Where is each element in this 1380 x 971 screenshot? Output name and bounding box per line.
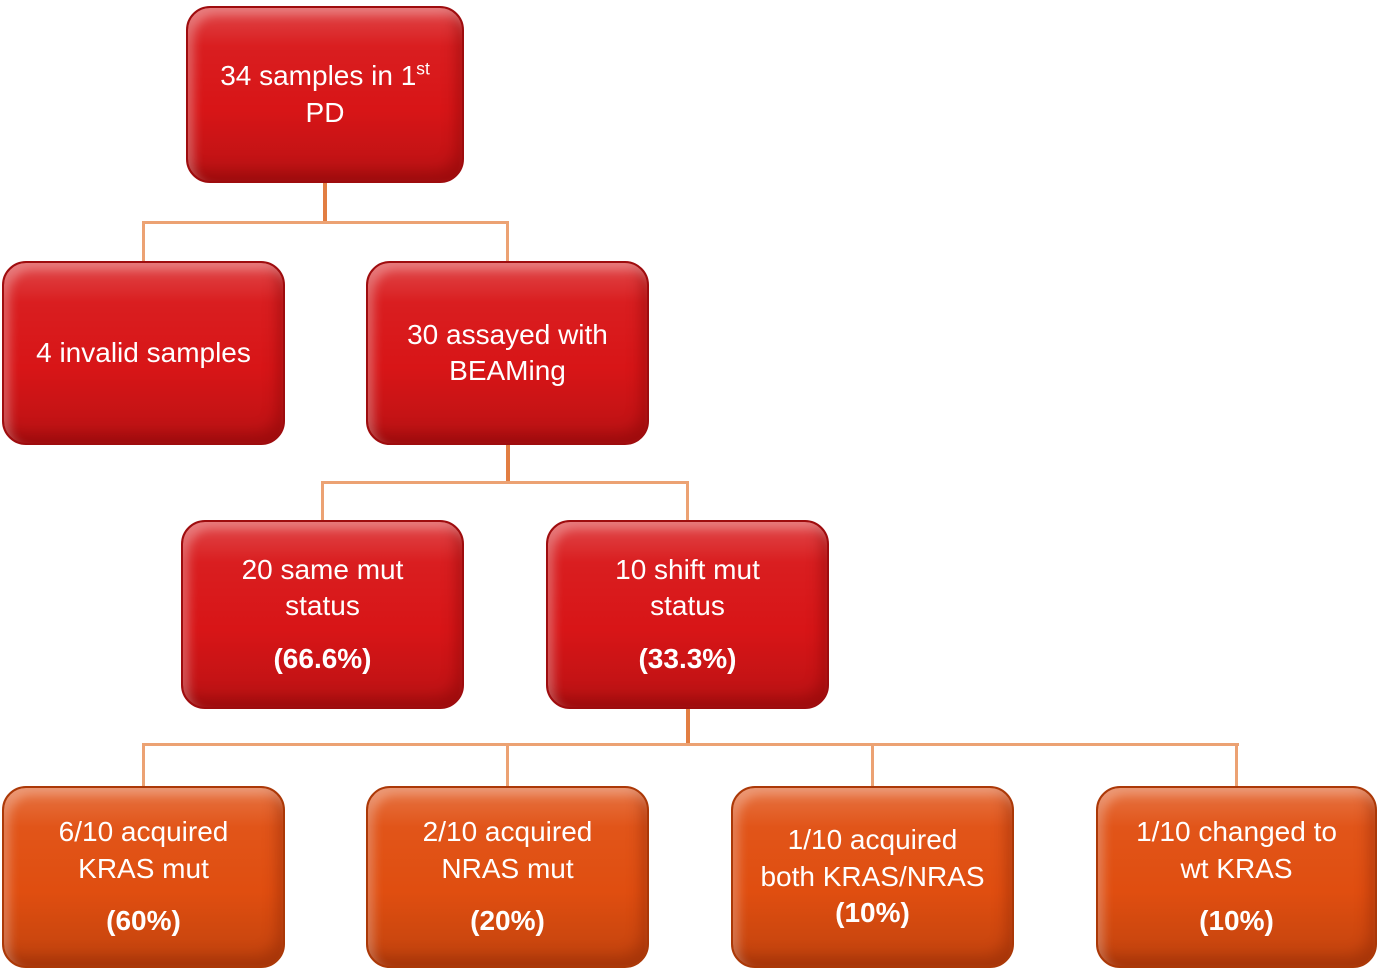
node-10-shift-mut-status: 10 shift mut status (33.3%) bbox=[546, 520, 829, 709]
node-20-same-mut-status: 20 same mut status (66.6%) bbox=[181, 520, 464, 709]
node-label: status bbox=[285, 590, 360, 622]
node-changed-to-wt-kras: 1/10 changed to wt KRAS (10%) bbox=[1096, 786, 1377, 968]
node-label: 30 assayed with bbox=[407, 318, 608, 350]
connector-drop-kras bbox=[142, 743, 145, 786]
connector-root-bar bbox=[142, 221, 509, 224]
connector-drop-invalid bbox=[142, 221, 145, 261]
node-label: 1/10 acquired bbox=[787, 824, 958, 856]
node-34-samples-first-pd: 34 samples in 1st PD bbox=[186, 6, 464, 183]
node-percent: (10%) bbox=[1199, 905, 1274, 937]
connector-root-stem bbox=[323, 183, 327, 223]
connector-drop-beaming bbox=[506, 221, 509, 261]
node-label: NRAS mut bbox=[441, 852, 574, 884]
node-label: 6/10 acquired bbox=[58, 816, 229, 848]
connector-shift-bar bbox=[142, 743, 1239, 746]
node-label: 34 samples in 1st bbox=[220, 58, 430, 92]
node-percent: (20%) bbox=[470, 905, 545, 937]
node-acquired-kras-mut: 6/10 acquired KRAS mut (60%) bbox=[2, 786, 285, 968]
connector-drop-wt bbox=[1235, 743, 1238, 786]
connector-drop-nras bbox=[506, 743, 509, 786]
node-percent: (33.3%) bbox=[638, 642, 737, 674]
node-label: 20 same mut bbox=[241, 553, 404, 585]
node-label: KRAS mut bbox=[78, 852, 209, 884]
node-label: PD bbox=[305, 96, 345, 128]
node-30-assayed-beaming: 30 assayed with BEAMing bbox=[366, 261, 649, 445]
node-acquired-nras-mut: 2/10 acquired NRAS mut (20%) bbox=[366, 786, 649, 968]
node-label: status bbox=[650, 590, 725, 622]
node-percent: (66.6%) bbox=[273, 642, 372, 674]
node-label: BEAMing bbox=[449, 355, 566, 386]
node-label: 1/10 changed to bbox=[1136, 816, 1337, 848]
node-label: both KRAS/NRAS bbox=[760, 860, 985, 892]
node-percent: (10%) bbox=[835, 897, 910, 929]
connector-beaming-bar bbox=[321, 481, 689, 484]
connector-shift-stem bbox=[686, 709, 690, 745]
node-label: 4 invalid samples bbox=[36, 336, 251, 368]
superscript-st: st bbox=[416, 58, 430, 79]
node-acquired-both-kras-nras: 1/10 acquired both KRAS/NRAS (10%) bbox=[731, 786, 1014, 968]
connector-beaming-stem bbox=[506, 445, 510, 483]
connector-drop-same bbox=[321, 481, 324, 520]
node-label: wt KRAS bbox=[1180, 852, 1293, 884]
connector-drop-both bbox=[871, 743, 874, 786]
node-4-invalid-samples: 4 invalid samples bbox=[2, 261, 285, 445]
node-percent: (60%) bbox=[106, 905, 181, 937]
connector-drop-shift bbox=[686, 481, 689, 520]
node-label: 2/10 acquired bbox=[422, 816, 593, 848]
node-label: 10 shift mut bbox=[615, 553, 760, 585]
